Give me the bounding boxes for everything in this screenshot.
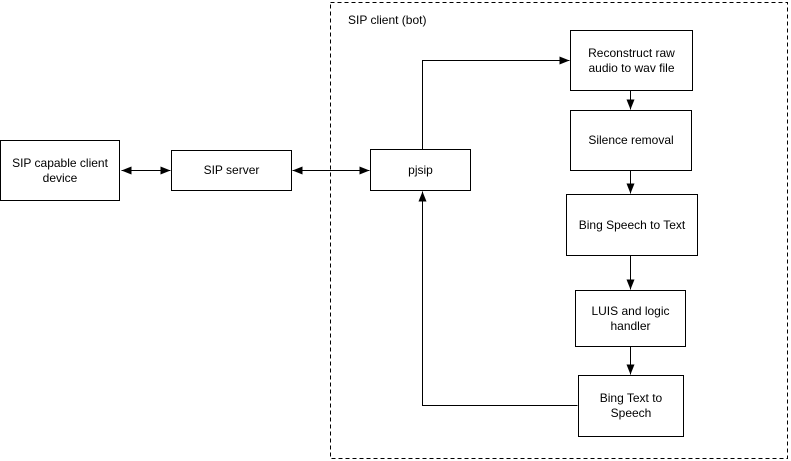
node-label: Reconstruct raw audio to wav file	[588, 45, 675, 75]
sip-client-bot-container	[330, 2, 788, 459]
node-reconstruct-raw-audio: Reconstruct raw audio to wav file	[570, 30, 693, 91]
node-label: LUIS and logic handler	[591, 303, 670, 333]
node-label: SIP server	[203, 163, 260, 177]
node-label: Bing Speech to Text	[578, 217, 686, 232]
node-label: Bing Text to Speech	[599, 391, 663, 420]
node-luis-and-logic-handler: LUIS and logic handler	[575, 290, 686, 347]
node-bing-text-to-speech: Bing Text to Speech	[578, 375, 684, 437]
node-label: pjsip	[408, 162, 433, 177]
sip-client-bot-label: SIP client (bot)	[348, 13, 427, 27]
node-label: SIP capable client device	[12, 155, 108, 185]
node-silence-removal: Silence removal	[570, 110, 692, 171]
node-sip-capable-client-device: SIP capable client device	[0, 140, 120, 201]
edge-pjsip-reconstruct	[422, 56, 570, 149]
node-pjsip: pjsip	[370, 149, 471, 191]
edge-text-to-speech-pjsip	[418, 191, 578, 406]
node-bing-speech-to-text: Bing Speech to Text	[566, 194, 698, 256]
node-sip-server: SIP server	[171, 150, 292, 191]
node-label: Silence removal	[588, 133, 674, 147]
